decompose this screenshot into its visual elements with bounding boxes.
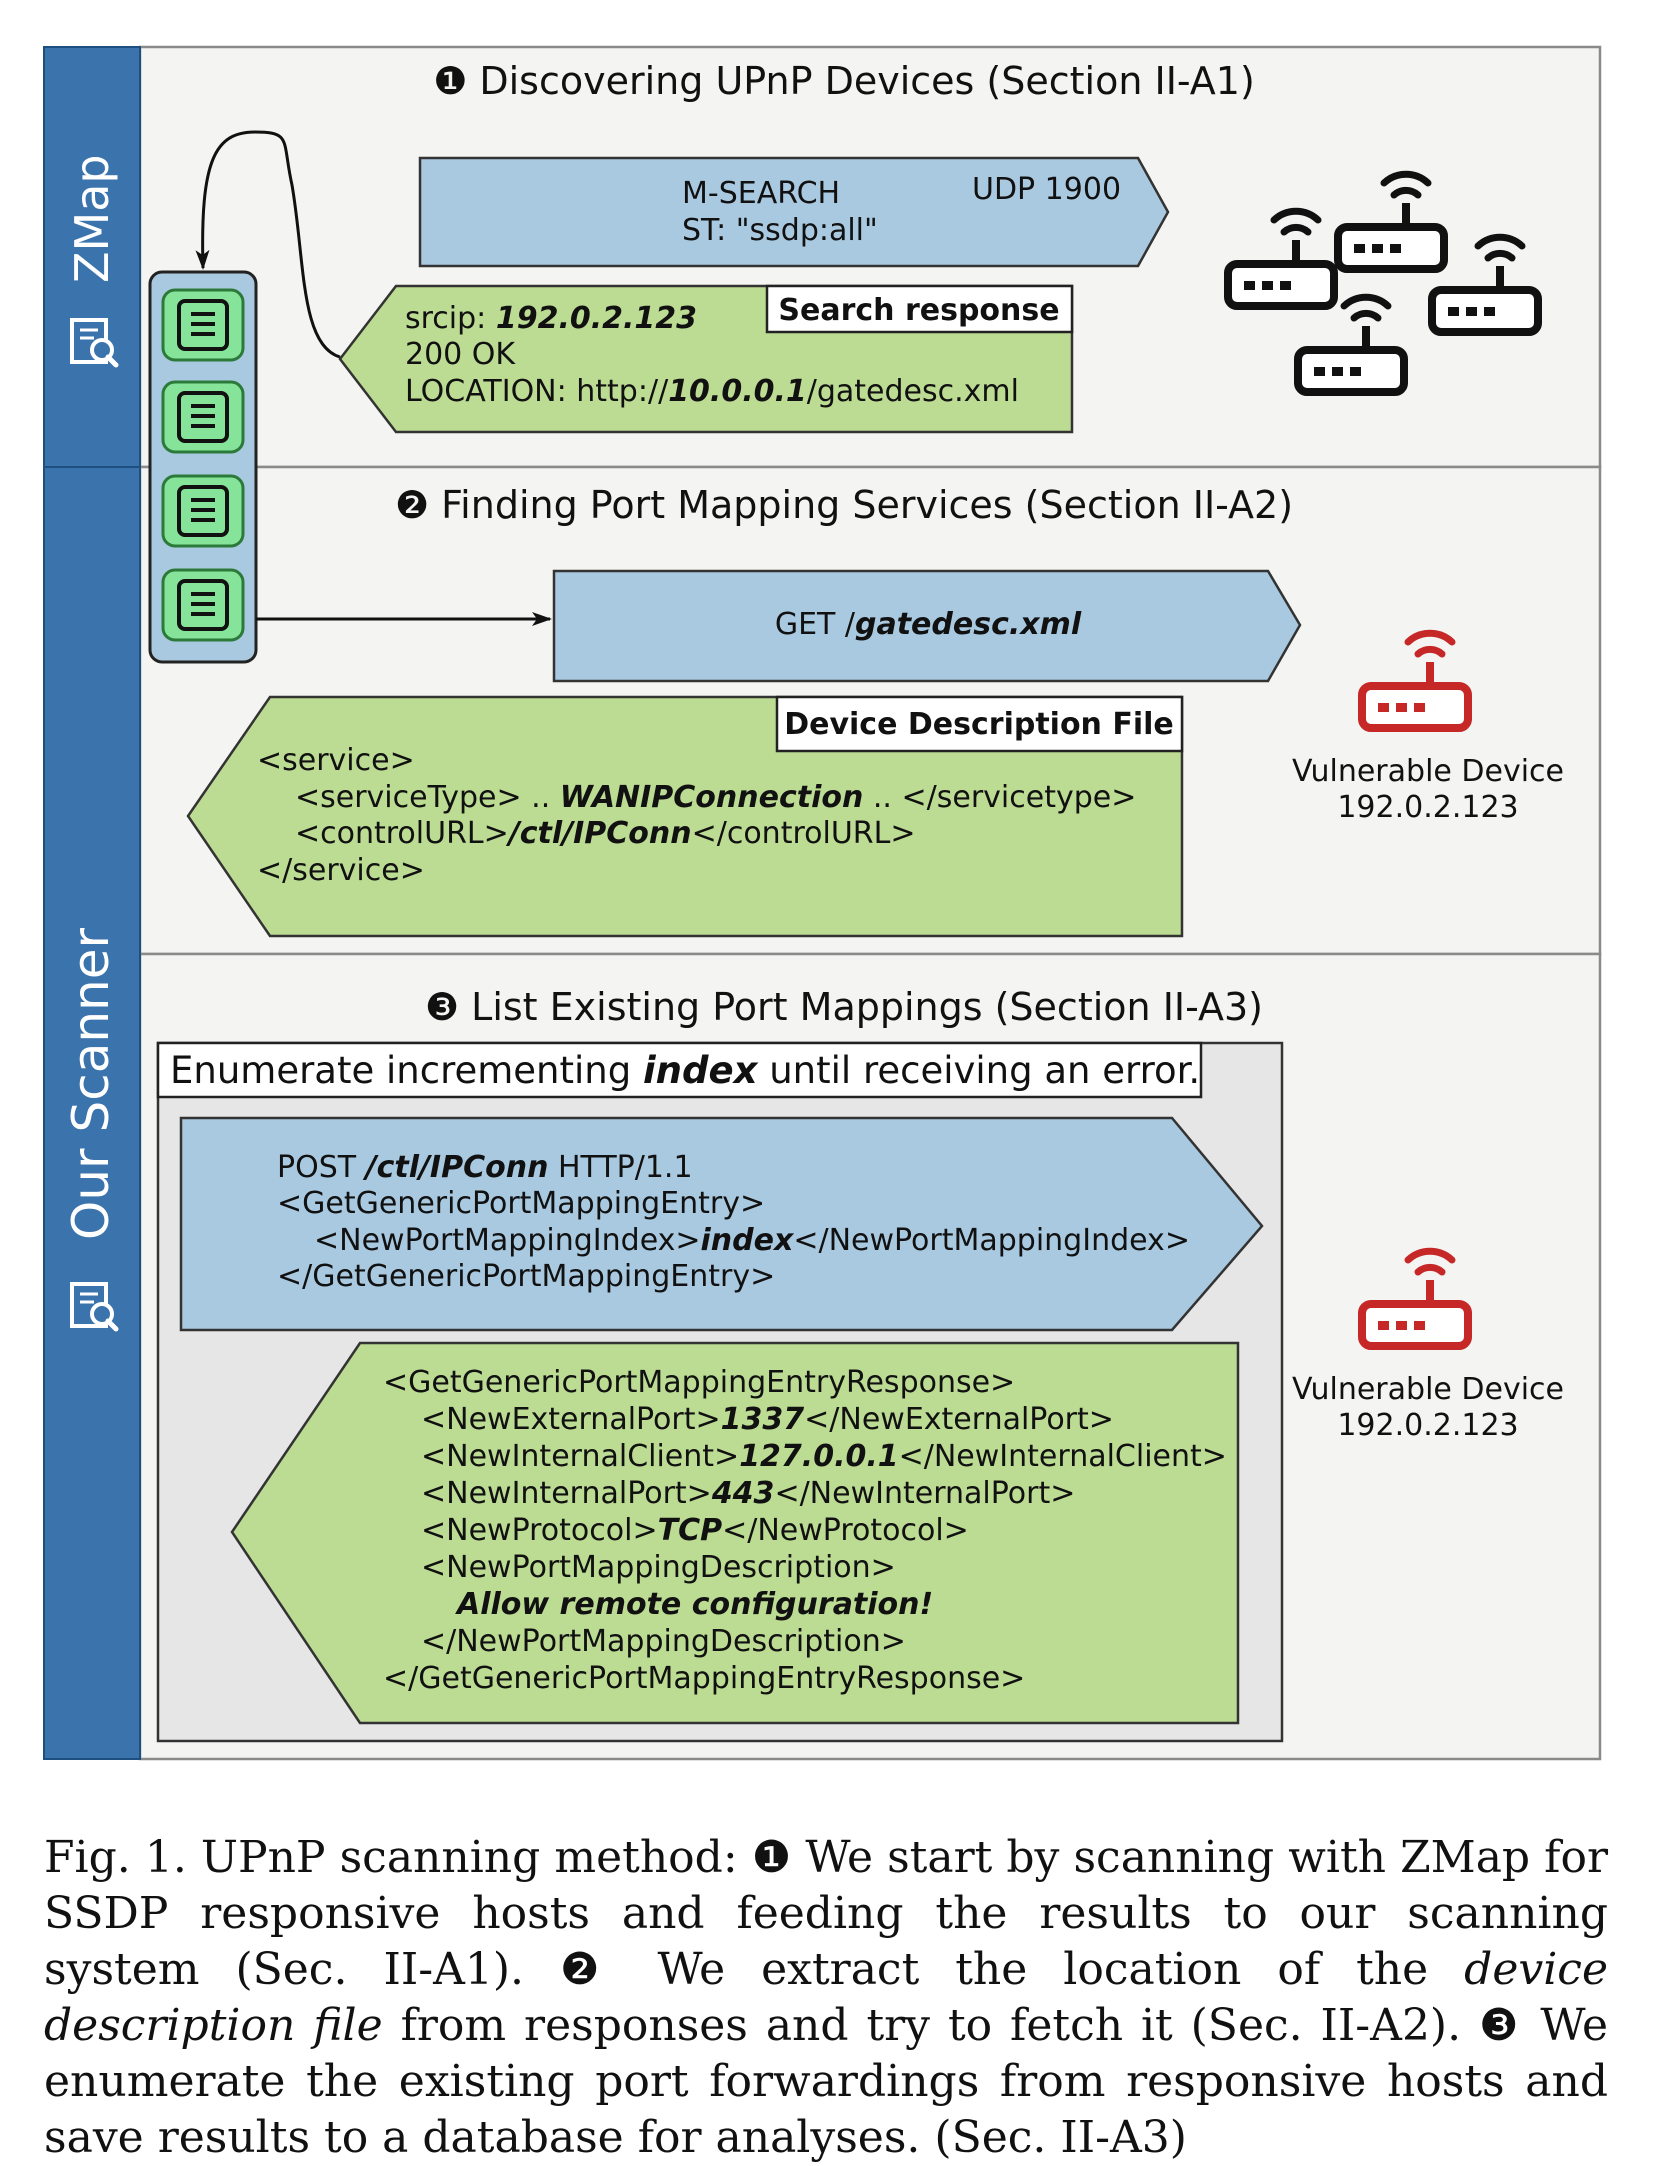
post-request-arrow (179, 1116, 1264, 1332)
step2-title: ❷ Finding Port Mapping Services (Section… (395, 483, 1293, 527)
response-close: </GetGenericPortMappingEntryResponse> (383, 1661, 1025, 1696)
get-request-arrow (552, 569, 1302, 683)
vulnerable-device-ip: 192.0.2.123 (1337, 790, 1518, 825)
get-entry-open: <GetGenericPortMappingEntry> (277, 1186, 765, 1221)
location-line: LOCATION: http://10.0.0.1/gatedesc.xml (405, 374, 1019, 409)
response-feedback-arrow (195, 130, 341, 359)
enumeration-label: Enumerate incrementing index until recei… (170, 1049, 1200, 1092)
response-open: <GetGenericPortMappingEntryResponse> (383, 1365, 1015, 1400)
device-description-label-box (775, 695, 1184, 753)
scanner-sidebar (43, 466, 141, 1760)
results-stack (148, 270, 258, 664)
port-mapping-response-arrow (230, 1341, 1240, 1725)
srcip-line: srcip: 192.0.2.123 (405, 301, 697, 336)
figure-caption: Fig. 1. UPnP scanning method: ❶ We start… (44, 1832, 1608, 2163)
search-response-label-box (765, 284, 1074, 334)
udp-port-label: UDP 1900 (972, 172, 1121, 207)
protocol-line: <NewProtocol>TCP</NewProtocol> (421, 1513, 969, 1548)
msearch-request-arrow (418, 156, 1170, 268)
enumeration-label-box (156, 1041, 1203, 1099)
step1-title: ❶ Discovering UPnP Devices (Section II-A… (433, 59, 1255, 103)
step3-title: ❸ List Existing Port Mappings (Section I… (425, 985, 1263, 1029)
internal-client-line: <NewInternalClient>127.0.0.1</NewInterna… (421, 1439, 1227, 1474)
search-response-label: Search response (778, 293, 1059, 328)
description-close: </NewPortMappingDescription> (421, 1624, 906, 1659)
description-value: Allow remote configuration! (455, 1587, 933, 1622)
get-entry-close: </GetGenericPortMappingEntry> (277, 1259, 775, 1294)
msearch-line1: M-SEARCH (682, 176, 840, 211)
service-close: </service> (257, 853, 425, 888)
control-url-line: <controlURL>/ctl/IPConn</controlURL> (295, 816, 915, 851)
vulnerable-device-ip: 192.0.2.123 (1337, 1408, 1518, 1443)
service-type-line: <serviceType> .. WANIPConnection .. </se… (295, 780, 1136, 815)
service-open: <service> (257, 743, 415, 778)
device-description-label: Device Description File (784, 707, 1174, 742)
status-line: 200 OK (405, 337, 516, 372)
upnp-scanning-diagram: ZMap Our Scanner ❶ Discovering UPnP Devi… (43, 45, 1602, 1761)
vulnerable-device-label: Vulnerable Device (1292, 1372, 1564, 1407)
scanner-label: Our Scanner (62, 927, 120, 1240)
post-line: POST /ctl/IPConn HTTP/1.1 (277, 1150, 693, 1185)
zmap-label: ZMap (65, 154, 119, 283)
msearch-line2: ST: "ssdp:all" (682, 213, 878, 248)
vulnerable-device-label: Vulnerable Device (1292, 754, 1564, 789)
index-line: <NewPortMappingIndex>index</NewPortMappi… (314, 1223, 1190, 1258)
external-port-line: <NewExternalPort>1337</NewExternalPort> (421, 1402, 1114, 1437)
description-open: <NewPortMappingDescription> (421, 1550, 896, 1585)
get-request-text: GET /gatedesc.xml (775, 607, 1082, 642)
internal-port-line: <NewInternalPort>443</NewInternalPort> (421, 1476, 1075, 1511)
zmap-sidebar (43, 46, 141, 468)
